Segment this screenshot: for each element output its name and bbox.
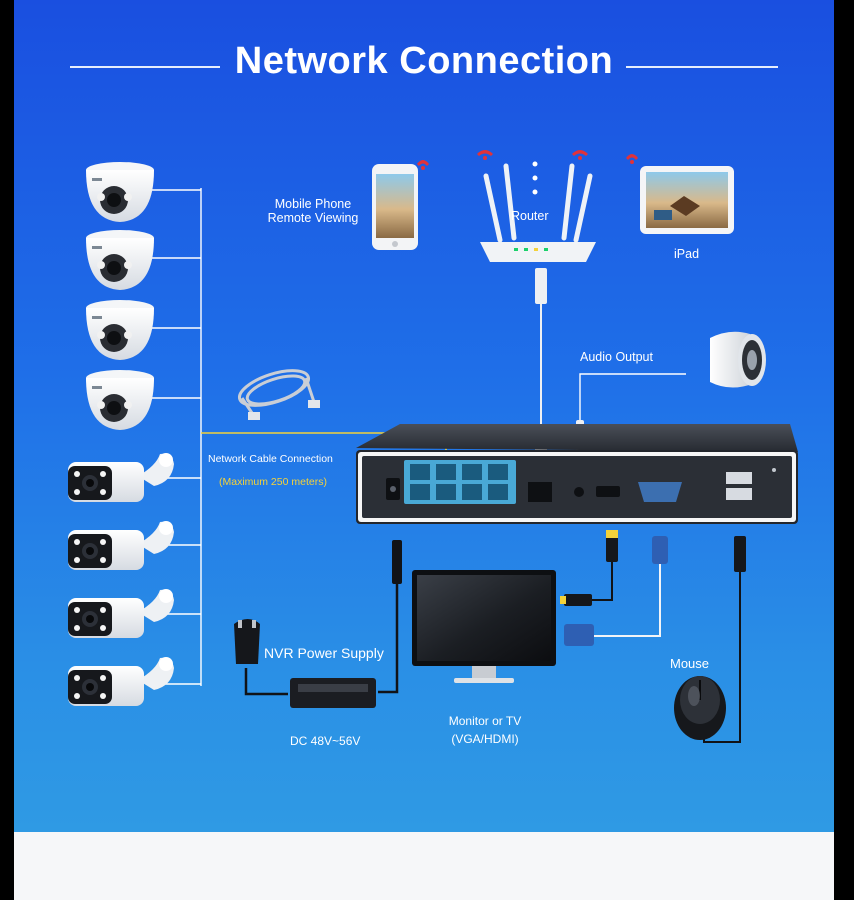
- hdmi-cable: [560, 530, 618, 606]
- monitor-icon: [412, 570, 556, 683]
- page-title: Network Connection: [234, 40, 614, 82]
- nvr-power-cable: [244, 540, 402, 696]
- router-label: Router: [511, 209, 549, 223]
- rj45-plug-icon: [248, 412, 260, 420]
- page-footer-area: [14, 832, 834, 900]
- usb-port: [726, 472, 752, 484]
- audio-port: [574, 487, 584, 497]
- mobile-phone-icon: [372, 164, 418, 250]
- speaker-icon: [710, 331, 766, 388]
- network-cable-label: Network Cable Connection: [208, 453, 333, 465]
- dome-camera: [86, 230, 154, 290]
- bullet-camera: [68, 453, 174, 502]
- monitor-label-line2: (VGA/HDMI): [451, 732, 519, 746]
- dome-camera: [86, 370, 154, 430]
- coiled-cable-icon: [237, 369, 316, 417]
- dc-voltage-label: DC 48V~56V: [290, 734, 361, 748]
- wifi-icon: [626, 154, 638, 164]
- camera-cabling: [152, 188, 202, 686]
- monitor-label: Monitor or TV (VGA/HDMI): [430, 712, 540, 748]
- nvr-power-label: NVR Power Supply: [264, 645, 384, 661]
- bullet-camera: [68, 657, 174, 706]
- mobile-phone-label: Mobile Phone Remote Viewing: [260, 197, 366, 225]
- bullet-camera: [68, 521, 174, 570]
- title-rule-left: [70, 66, 220, 68]
- mobile-phone-label-line1: Mobile Phone: [274, 197, 352, 211]
- usb-port: [726, 488, 752, 500]
- wifi-icon: [417, 160, 429, 170]
- audio-output-label: Audio Output: [580, 350, 653, 364]
- mouse-label: Mouse: [670, 656, 710, 671]
- ipad-label: iPad: [674, 247, 700, 261]
- wifi-icon: [477, 150, 493, 160]
- nvr-recorder: [356, 424, 798, 524]
- bullet-camera: [68, 589, 174, 638]
- max-distance-label: (Maximum 250 meters): [219, 476, 327, 488]
- mobile-phone-label-line2: Remote Viewing: [267, 211, 359, 225]
- title-rule-right: [626, 66, 778, 68]
- vga-port: [638, 482, 682, 502]
- product-banner: Network Connection: [14, 0, 834, 832]
- power-plug-icon: [234, 619, 260, 664]
- rj45-plug-icon: [308, 400, 320, 408]
- power-adapter-icon: [290, 678, 376, 708]
- poe-port-group: [404, 460, 516, 504]
- diagram-canvas: [68, 150, 798, 743]
- hdmi-port: [596, 486, 620, 497]
- monitor-label-line1: Monitor or TV: [448, 714, 522, 728]
- vga-cable: [564, 536, 668, 646]
- dome-camera: [86, 162, 154, 222]
- wifi-icon: [572, 150, 588, 160]
- dome-camera: [86, 300, 154, 360]
- ipad-icon: [640, 166, 734, 234]
- lan-port: [528, 482, 552, 502]
- router-icon: [480, 161, 596, 262]
- mouse-icon: [674, 676, 726, 740]
